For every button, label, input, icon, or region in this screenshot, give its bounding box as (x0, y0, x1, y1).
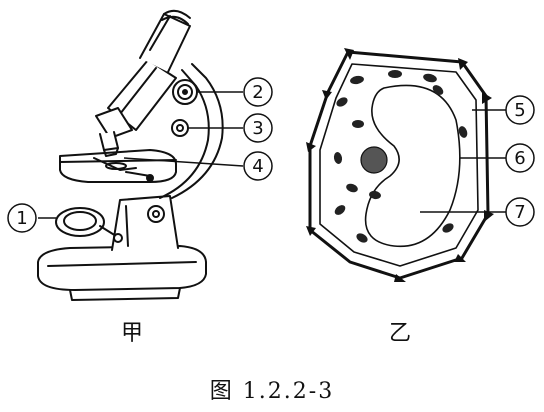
callout-marker-2: 2 (243, 77, 273, 107)
figure-caption: 图 1.2.2-3 (210, 379, 334, 404)
callout-marker-5: 5 (505, 95, 535, 125)
callout-marker-4: 4 (243, 151, 273, 181)
plant-cell-drawing (306, 48, 494, 282)
callout-number-1: 1 (16, 208, 27, 229)
callout-marker-1: 1 (7, 203, 37, 233)
callout-number-5: 5 (514, 100, 525, 121)
wall-corners (306, 48, 494, 282)
callout-number-7: 7 (514, 202, 525, 223)
cell-callouts (420, 109, 506, 213)
chloroplasts (333, 70, 468, 243)
callout-marker-3: 3 (243, 113, 273, 143)
panel-title-jia: 甲 (121, 321, 143, 346)
vacuole (364, 84, 461, 248)
microscope-drawing (37, 9, 224, 301)
cell-membrane (319, 63, 479, 267)
callout-number-4: 4 (252, 156, 263, 177)
microscope-callouts (38, 91, 244, 219)
callout-number-6: 6 (514, 148, 525, 169)
panel-title-yi: 乙 (389, 321, 411, 346)
callout-marker-6: 6 (505, 143, 535, 173)
callout-number-3: 3 (252, 118, 263, 139)
callout-number-2: 2 (252, 82, 263, 103)
callout-marker-7: 7 (505, 197, 535, 227)
nucleus (360, 146, 388, 174)
leader-line-4 (123, 157, 244, 167)
